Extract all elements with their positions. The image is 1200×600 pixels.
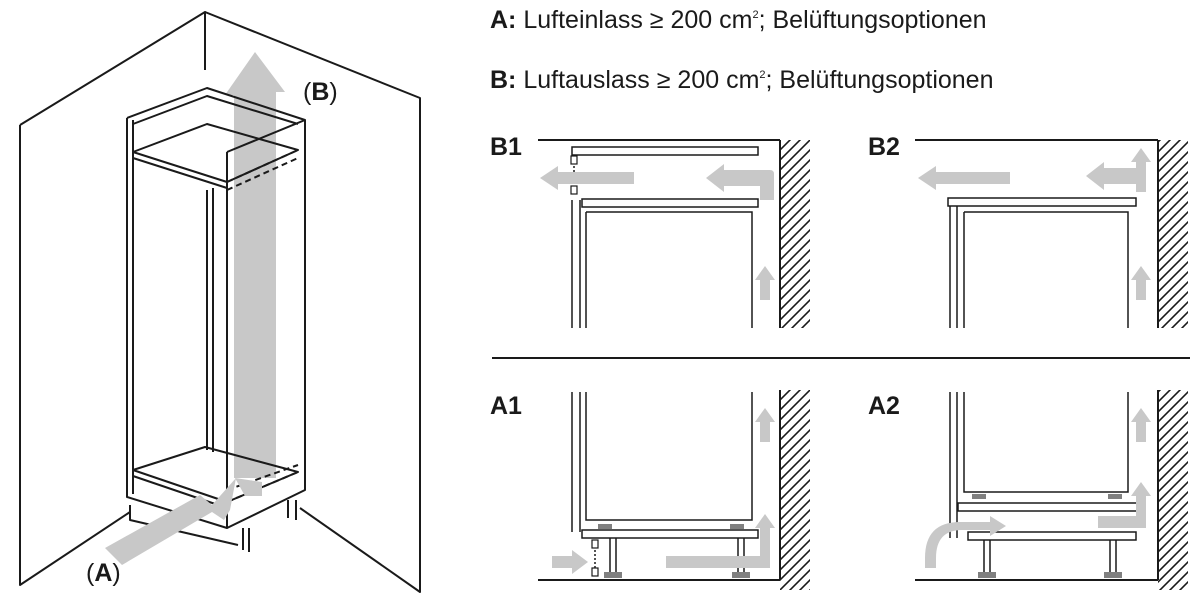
hidden-line-top (226, 149, 299, 191)
legend-a-text: Lufteinlass ≥ 200 cm (523, 6, 753, 34)
panel-b2-title: B2 (868, 133, 900, 161)
b2-arrow-out (918, 166, 1010, 190)
a2-stand-foot-left (978, 572, 996, 578)
panel-a2-title: A2 (868, 392, 900, 420)
b1-arrow-bend (706, 164, 774, 200)
cabinet-top-inner (132, 95, 299, 125)
b1-cabinet-top (581, 198, 759, 208)
b2-arrow-up (1131, 266, 1151, 300)
legend-a-key: A: (490, 6, 517, 34)
cabinet-foot-left (242, 528, 250, 552)
air-inlet-arrow (105, 478, 236, 565)
b2-cabinet-body (949, 206, 1129, 328)
a1-grille-bottom (591, 567, 599, 577)
a2-stand (983, 540, 1117, 574)
a1-foot-pad-right (730, 524, 744, 529)
cabinet-right-side (226, 120, 306, 529)
b1-wall-hatch (780, 140, 810, 328)
b1-grille-top (570, 155, 578, 165)
a1-grille-top (591, 539, 599, 549)
cabinet-shelf-top (132, 123, 299, 183)
b1-top-panel (571, 146, 759, 156)
b1-cabinet-body (571, 200, 753, 328)
legend-air-outlet: B: Luftauslass ≥ 200 cm2; Belüftungsopti… (490, 66, 994, 95)
cabinet-top (126, 87, 306, 153)
a2-arrow-bend (1098, 482, 1151, 528)
a2-plinth-top (967, 531, 1137, 541)
a1-cabinet-body (571, 392, 753, 532)
a1-foot-pad-left (598, 524, 612, 529)
cabinet-bottom (132, 446, 299, 503)
a2-stand-foot-right (1104, 572, 1122, 578)
cabinet-bottom-front (132, 475, 228, 509)
air-inlet-arrow-rise (235, 478, 262, 496)
panel-b2: B2 (868, 133, 1188, 328)
legend-b-suffix: ; Belüftungsoptionen (765, 66, 994, 94)
right-wall (204, 11, 421, 593)
a1-arrow-bend (666, 514, 775, 568)
legend-air-inlet: A: Lufteinlass ≥ 200 cm2; Belüftungsopti… (490, 6, 987, 35)
panel-a2: A2 (868, 390, 1188, 590)
a1-wall-hatch (780, 390, 810, 590)
a2-wall-hatch (1158, 390, 1188, 590)
a1-cabinet-floor (581, 529, 759, 539)
cabinet-foot-right (287, 500, 297, 520)
cabinet-shelf-under (132, 157, 228, 189)
a2-cabinet-floor (957, 502, 1145, 512)
hidden-line-bottom (226, 464, 299, 503)
legend-a-suffix: ; Belüftungsoptionen (758, 6, 987, 34)
a2-arrow-in (925, 516, 1006, 568)
label-b-3d: (B) (303, 78, 338, 106)
a2-foot-pad-left (972, 494, 986, 499)
a1-stand (609, 538, 745, 574)
panel-a1: A1 (490, 390, 810, 590)
legend-b-key: B: (490, 66, 517, 94)
legend-a-superscript: 2 (752, 9, 759, 21)
b1-grille-bottom (570, 185, 578, 195)
b2-arrow-bend (1086, 148, 1151, 192)
b2-wall-hatch (1158, 140, 1188, 328)
b2-cabinet-top (947, 197, 1137, 207)
a1-stand-foot-left (604, 572, 622, 578)
b1-arrow-out (540, 166, 634, 190)
a1-arrow-up (755, 408, 775, 442)
a2-arrow-up (1131, 408, 1151, 442)
air-outlet-arrow (225, 52, 285, 478)
legend-b-text: Luftauslass ≥ 200 cm (523, 66, 760, 94)
a2-foot-pad-right (1108, 494, 1122, 499)
panel-b1: B1 (490, 133, 810, 328)
a1-stand-foot-right (732, 572, 750, 578)
cabinet-base-plinth (129, 505, 239, 546)
panel-a1-title: A1 (490, 392, 522, 420)
b1-arrow-up (755, 266, 775, 300)
a2-cabinet-body (949, 392, 1129, 538)
panel-b1-title: B1 (490, 133, 522, 161)
cabinet-3d-illustration (19, 11, 421, 593)
a1-arrow-in (552, 550, 588, 574)
legend-b-superscript: 2 (759, 69, 766, 81)
label-a-3d: (A) (86, 559, 121, 587)
left-wall (19, 11, 206, 586)
